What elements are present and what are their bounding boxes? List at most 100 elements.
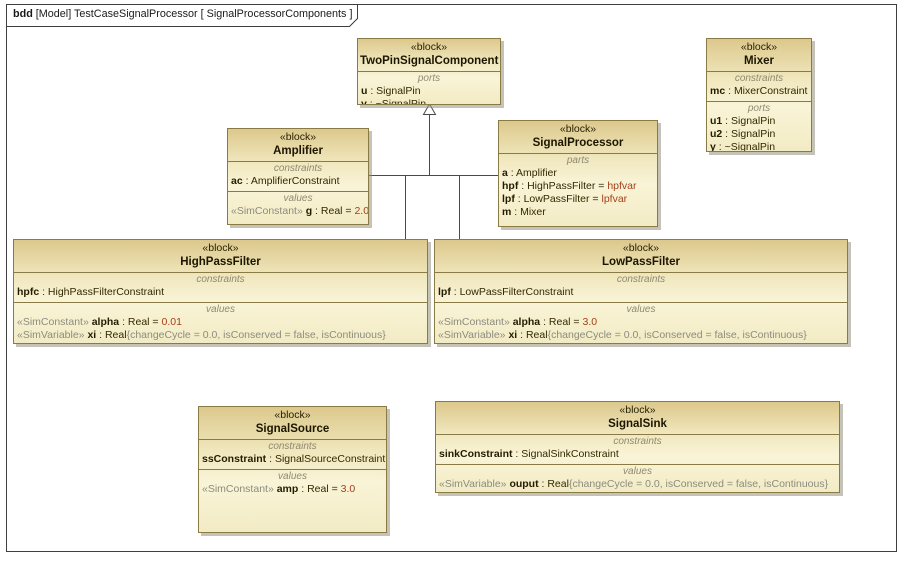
feature-line: y : ~SignalPin bbox=[361, 98, 497, 104]
text-segment: : Mixer bbox=[511, 206, 546, 218]
text-segment: : AmplifierConstraint bbox=[242, 175, 340, 187]
feature-line: «SimVariable» xi : Real{changeCycle = 0.… bbox=[438, 329, 844, 342]
text-segment: : SignalPin bbox=[722, 115, 776, 127]
block-header: «block» Amplifier bbox=[228, 129, 368, 161]
text-segment: : Real bbox=[517, 329, 548, 341]
text-segment: lpfvar bbox=[601, 193, 628, 205]
text-segment: : Real bbox=[96, 329, 127, 341]
block-header: «block» TwoPinSignalComponent bbox=[358, 39, 500, 71]
text-segment: xi bbox=[87, 329, 97, 341]
text-segment: {changeCycle = 0.0, isConserved = false,… bbox=[126, 329, 386, 341]
block-low-pass-filter[interactable]: «block» LowPassFilter constraints lpf : L… bbox=[434, 239, 848, 344]
text-segment: «SimConstant» bbox=[438, 316, 513, 328]
text-segment: «SimVariable» bbox=[438, 329, 509, 341]
compartment-label: values bbox=[206, 304, 235, 315]
text-segment: : Real = bbox=[540, 316, 583, 328]
text-segment: g bbox=[305, 205, 313, 217]
feature-line: «SimVariable» xi : Real{changeCycle = 0.… bbox=[17, 329, 424, 342]
text-segment: 3.0 bbox=[340, 483, 356, 495]
compartment-values: values«SimConstant» g : Real = 2.0 bbox=[228, 191, 368, 221]
feature-line: y : ~SignalPin bbox=[710, 141, 808, 152]
text-segment: : SignalPin bbox=[722, 128, 776, 140]
block-stereotype: «block» bbox=[279, 131, 317, 143]
block-stereotype: «block» bbox=[740, 41, 778, 53]
text-segment: ouput bbox=[509, 478, 539, 490]
text-segment: {changeCycle = 0.0, isConserved = false,… bbox=[568, 478, 829, 490]
text-segment: : Real = bbox=[298, 483, 341, 495]
text-segment: ac bbox=[231, 175, 243, 187]
diagram-title-text: [Model] TestCaseSignalProcessor [ Signal… bbox=[32, 8, 353, 20]
text-segment: lpf bbox=[438, 286, 451, 298]
block-stereotype: «block» bbox=[622, 242, 660, 254]
text-segment: : HighPassFilterConstraint bbox=[39, 286, 165, 298]
text-segment: : MixerConstraint bbox=[725, 85, 808, 97]
compartment-label: ports bbox=[417, 73, 441, 84]
compartment-label: ports bbox=[747, 103, 771, 114]
block-name: LowPassFilter bbox=[602, 256, 680, 268]
text-segment: : LowPassFilterConstraint bbox=[450, 286, 574, 298]
feature-line: m : Mixer bbox=[502, 206, 654, 219]
block-stereotype: «block» bbox=[619, 404, 656, 416]
text-segment: : Real = bbox=[312, 205, 355, 217]
generalization-connector[interactable] bbox=[369, 102, 498, 239]
compartment-constraints: constraints lpf : LowPassFilterConstraint bbox=[435, 272, 847, 302]
diagram-title: bdd [Model] TestCaseSignalProcessor [ Si… bbox=[13, 8, 352, 20]
text-segment: xi bbox=[508, 329, 518, 341]
block-name: Mixer bbox=[743, 55, 775, 67]
text-segment: y bbox=[710, 141, 716, 152]
compartment-label: values bbox=[278, 471, 307, 482]
text-segment: alpha bbox=[91, 316, 120, 328]
diagram-kind-keyword: bdd bbox=[13, 8, 33, 20]
block-stereotype: «block» bbox=[274, 409, 311, 421]
text-segment: hpf bbox=[502, 180, 519, 192]
text-segment: a bbox=[502, 167, 508, 179]
compartment-values: values«SimVariable» ouput : Real{changeC… bbox=[436, 464, 839, 492]
text-segment: : SignalSourceConstraint bbox=[266, 453, 386, 465]
text-segment: : SignalPin bbox=[367, 85, 421, 97]
text-segment: {changeCycle = 0.0, isConserved = false,… bbox=[547, 329, 807, 341]
text-segment: : Amplifier bbox=[507, 167, 557, 179]
text-segment: : SignalSinkConstraint bbox=[512, 448, 619, 460]
generalization-lines[interactable] bbox=[369, 114, 498, 239]
text-segment: «SimVariable» bbox=[439, 478, 510, 490]
feature-line: lpf : LowPassFilter = lpfvar bbox=[502, 193, 654, 206]
block-name: HighPassFilter bbox=[180, 256, 261, 268]
text-segment: sinkConstraint bbox=[439, 448, 513, 460]
feature-line: mc : MixerConstraint bbox=[710, 85, 808, 98]
block-stereotype: «block» bbox=[559, 123, 597, 135]
text-segment: lpf bbox=[502, 193, 515, 205]
block-header: «block» Mixer bbox=[707, 39, 811, 71]
text-segment: «SimVariable» bbox=[17, 329, 88, 341]
feature-line: u2 : SignalPin bbox=[710, 128, 808, 141]
compartment-values: values«SimConstant» alpha : Real = 3.0«S… bbox=[435, 302, 847, 343]
compartment-label: constraints bbox=[613, 436, 662, 447]
text-segment: : Real bbox=[538, 478, 569, 490]
text-segment: «SimConstant» bbox=[17, 316, 92, 328]
feature-line: ssConstraint : SignalSourceConstraint bbox=[202, 453, 386, 466]
block-header: «block» SignalProcessor bbox=[499, 121, 657, 153]
block-stereotype: «block» bbox=[410, 41, 448, 53]
text-segment: u1 bbox=[710, 115, 723, 127]
feature-line: hpfc : HighPassFilterConstraint bbox=[17, 286, 424, 299]
text-segment: : Real = bbox=[119, 316, 162, 328]
compartment-label: constraints bbox=[616, 274, 666, 285]
feature-line: u1 : SignalPin bbox=[710, 115, 808, 128]
feature-line: «SimVariable» ouput : Real{changeCycle =… bbox=[439, 478, 836, 491]
text-segment: ssConstraint bbox=[202, 453, 267, 465]
block-header: «block» HighPassFilter bbox=[14, 240, 427, 272]
text-segment: 3.0 bbox=[582, 316, 598, 328]
compartment-values: values«SimConstant» alpha : Real = 0.01«… bbox=[14, 302, 427, 343]
